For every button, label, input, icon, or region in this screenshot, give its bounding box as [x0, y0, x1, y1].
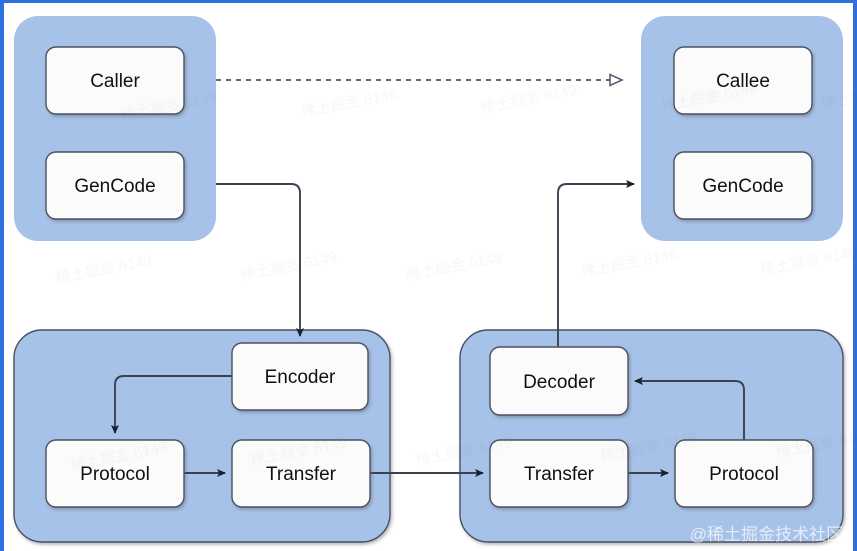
node-client-gencode[interactable]: GenCode — [45, 151, 185, 220]
node-server-protocol-label: Protocol — [709, 464, 779, 485]
node-server-gencode-box[interactable] — [673, 151, 813, 220]
node-callee[interactable]: Callee — [673, 46, 813, 115]
node-encoder-box[interactable] — [231, 342, 369, 411]
node-decoder-label: Decoder — [523, 372, 595, 393]
node-server-gencode-label: GenCode — [702, 176, 783, 197]
node-client-protocol[interactable]: Protocol — [45, 439, 185, 508]
edge-gencode-to-encoder — [216, 183, 304, 337]
node-decoder-box[interactable] — [489, 346, 629, 416]
node-server-protocol-box[interactable] — [674, 439, 814, 508]
page-border-top — [0, 0, 857, 3]
edge-decoder-to-server-gencode — [557, 180, 635, 347]
node-client-protocol-label: Protocol — [80, 464, 150, 485]
node-server-transfer-label: Transfer — [524, 464, 595, 485]
node-client-transfer-box[interactable] — [231, 439, 371, 508]
page-border-left — [0, 0, 4, 551]
node-callee-label: Callee — [716, 71, 770, 92]
node-callee-box[interactable] — [673, 46, 813, 115]
edge-encoder-to-protocol — [111, 375, 232, 434]
node-client-transfer[interactable]: Transfer — [231, 439, 371, 508]
node-caller-box[interactable] — [45, 46, 185, 115]
node-server-protocol[interactable]: Protocol — [674, 439, 814, 508]
node-caller[interactable]: Caller — [45, 46, 185, 115]
node-server-transfer-box[interactable] — [489, 439, 629, 508]
edges: Callee : horizontal dashed, hollow arrow… — [111, 73, 745, 477]
node-server-gencode[interactable]: GenCode — [673, 151, 813, 220]
node-decoder[interactable]: Decoder — [489, 346, 629, 416]
node-client-gencode-label: GenCode — [74, 176, 155, 197]
edge-server-protocol-to-decoder — [634, 377, 745, 440]
page-border-right — [853, 0, 857, 551]
node-server-transfer[interactable]: Transfer — [489, 439, 629, 508]
node-encoder[interactable]: Encoder — [231, 342, 369, 411]
node-client-gencode-box[interactable] — [45, 151, 185, 220]
node-client-protocol-box[interactable] — [45, 439, 185, 508]
nodes: Caller GenCode Callee GenCode Encoder Pr — [45, 46, 814, 508]
node-caller-label: Caller — [90, 71, 140, 92]
node-encoder-label: Encoder — [265, 367, 336, 388]
node-client-transfer-label: Transfer — [266, 464, 337, 485]
